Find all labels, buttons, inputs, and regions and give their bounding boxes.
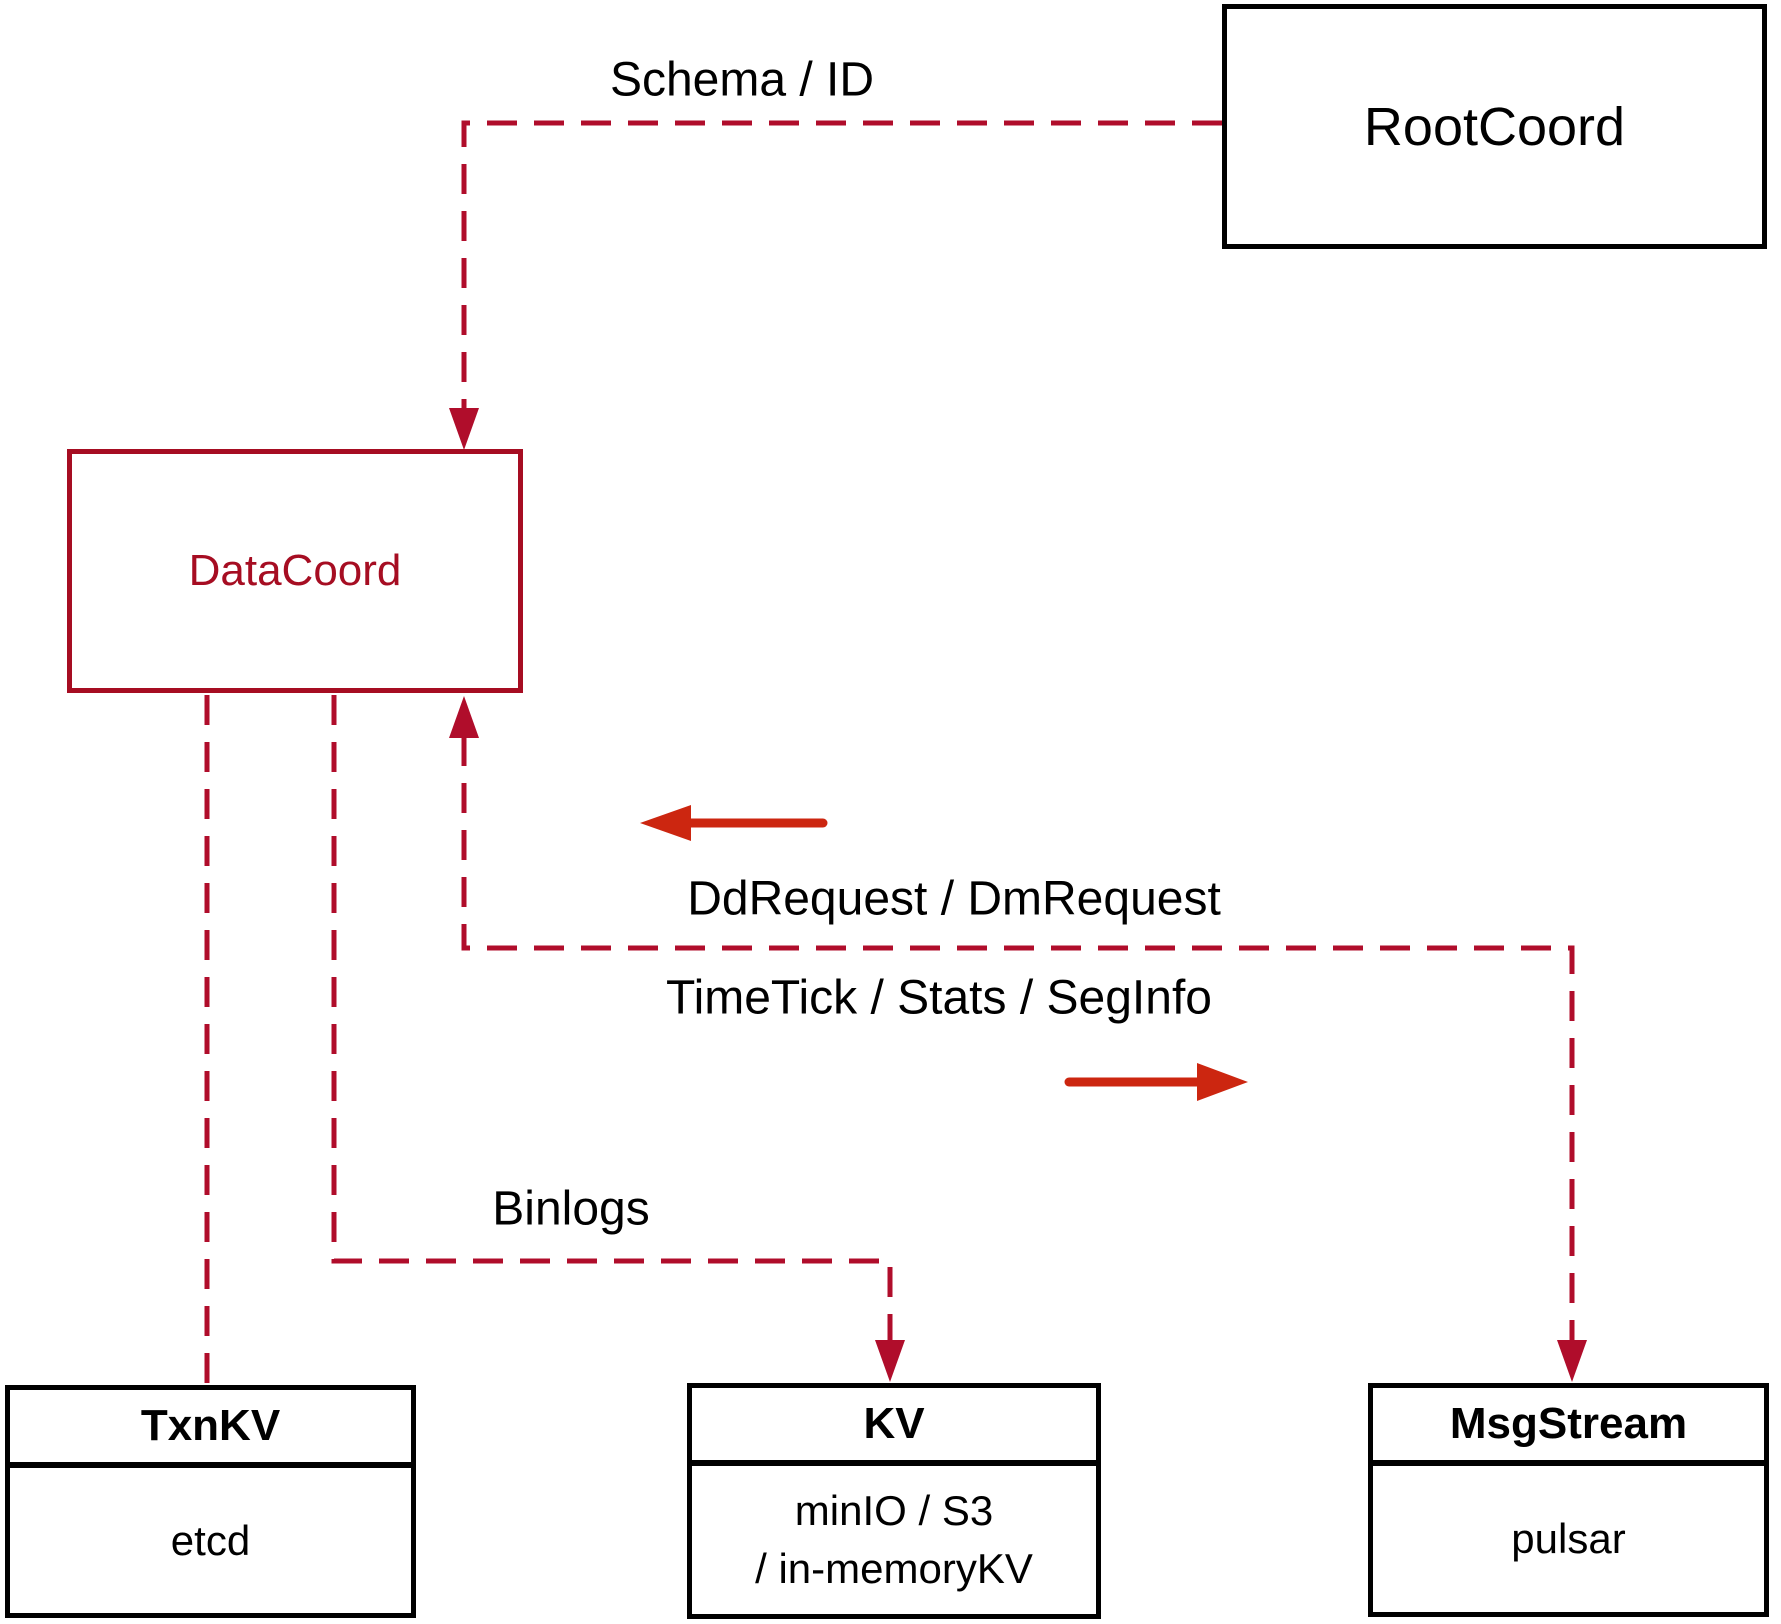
dd-dm-edge <box>461 736 1575 1342</box>
txnkv-header: TxnKV <box>10 1390 411 1468</box>
kv-body: minIO / S3 / in-memoryKV <box>692 1466 1096 1614</box>
msgstream-header: MsgStream <box>1373 1388 1764 1466</box>
kv-header: KV <box>692 1388 1096 1466</box>
node-txnkv: TxnKV etcd <box>5 1385 416 1618</box>
msgstream-body: pulsar <box>1373 1466 1764 1612</box>
binlogs-edge <box>331 695 893 1342</box>
txnkv-title: TxnKV <box>140 1401 281 1450</box>
kv-impl-line2: / in-memoryKV <box>755 1545 1033 1592</box>
node-datacoord-label: DataCoord <box>188 546 402 595</box>
kv-title: KV <box>863 1399 925 1448</box>
msgstream-impl-label: pulsar <box>1511 1515 1626 1563</box>
right-direction-arrow-icon <box>1197 1063 1248 1101</box>
edge-label-dd-dm: DdRequest / DmRequest <box>687 872 1221 926</box>
msgstream-arrowhead-down-icon <box>1557 1340 1587 1382</box>
kv-impl-line1: minIO / S3 <box>794 1487 994 1535</box>
left-direction-arrow-icon <box>640 805 691 841</box>
node-msgstream: MsgStream pulsar <box>1368 1383 1769 1617</box>
node-rootcoord: RootCoord <box>1222 4 1767 249</box>
msgstream-title: MsgStream <box>1449 1399 1688 1448</box>
txnkv-body: etcd <box>10 1468 411 1613</box>
schema-id-arrowhead-icon <box>449 408 479 450</box>
edge-label-timetick: TimeTick / Stats / SegInfo <box>666 971 1212 1025</box>
txnkv-impl-label: etcd <box>170 1516 251 1564</box>
edge-label-schema-id: Schema / ID <box>609 53 875 107</box>
node-rootcoord-label: RootCoord <box>1363 96 1626 157</box>
edge-label-binlogs: Binlogs <box>492 1182 650 1236</box>
node-datacoord: DataCoord <box>67 449 523 693</box>
node-kv: KV minIO / S3 / in-memoryKV <box>687 1383 1101 1619</box>
schema-id-edge <box>461 120 1222 410</box>
dd-dm-arrowhead-up-icon <box>449 696 479 738</box>
binlogs-arrowhead-icon <box>875 1340 905 1382</box>
